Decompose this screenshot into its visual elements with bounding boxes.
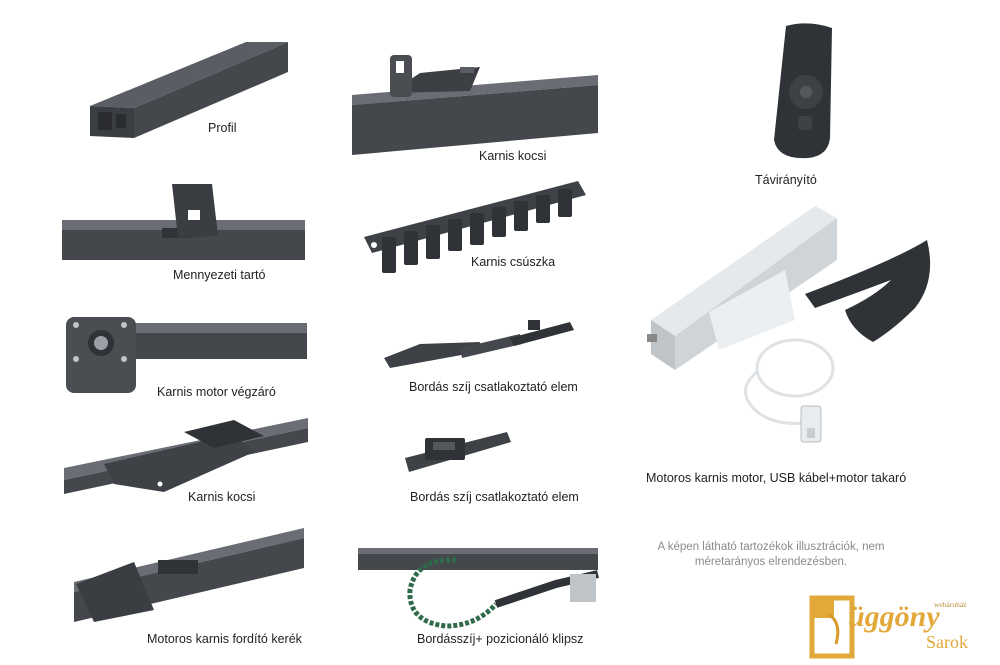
belt-clip-icon bbox=[358, 548, 599, 629]
logo-mark-icon bbox=[809, 595, 855, 659]
item-label: Bordás szíj csatlakoztató elem bbox=[410, 490, 579, 504]
belt-connector-icon bbox=[384, 320, 574, 368]
return-wheel-icon bbox=[74, 528, 304, 622]
logo-main-text: üggöny bbox=[848, 600, 940, 633]
ceiling-bracket-icon bbox=[62, 184, 305, 260]
item-label: Motoros karnis fordító kerék bbox=[147, 632, 302, 646]
item-label: Motoros karnis motor, USB kábel+motor ta… bbox=[646, 471, 907, 485]
item-label: Karnis kocsi bbox=[188, 490, 256, 504]
remote-control-icon bbox=[774, 23, 832, 159]
item-label: Profil bbox=[208, 121, 237, 135]
logo-sub-text: Sarok bbox=[926, 632, 968, 652]
logo: webáruház üggöny Sarok bbox=[808, 594, 993, 662]
rail-carriage-icon bbox=[352, 55, 598, 155]
item-label: Bordásszíj+ pozicionáló klipsz bbox=[417, 632, 584, 646]
profile-rail-icon bbox=[90, 42, 288, 138]
motor-endcap-icon bbox=[66, 317, 307, 393]
master-carriage-icon bbox=[64, 418, 308, 494]
disclaimer-line-1: A képen látható tartozékok illusztrációk… bbox=[657, 541, 885, 553]
item-label: Mennyezeti tartó bbox=[173, 268, 266, 282]
motor-usb-cover-icon bbox=[647, 206, 931, 443]
disclaimer-note: A képen látható tartozékok illusztrációk… bbox=[628, 540, 914, 570]
disclaimer-line-2: méretarányos elrendezésben. bbox=[694, 556, 848, 568]
logo-tag: webáruház bbox=[934, 600, 967, 609]
item-label: Távirányító bbox=[755, 173, 817, 187]
item-label: Karnis csúszka bbox=[471, 255, 556, 269]
item-label: Karnis motor végzáró bbox=[157, 385, 276, 399]
belt-connector-small-icon bbox=[405, 432, 511, 472]
item-label: Karnis kocsi bbox=[479, 149, 547, 163]
slider-chain-icon bbox=[364, 181, 586, 273]
item-label: Bordás szíj csatlakoztató elem bbox=[409, 380, 578, 394]
